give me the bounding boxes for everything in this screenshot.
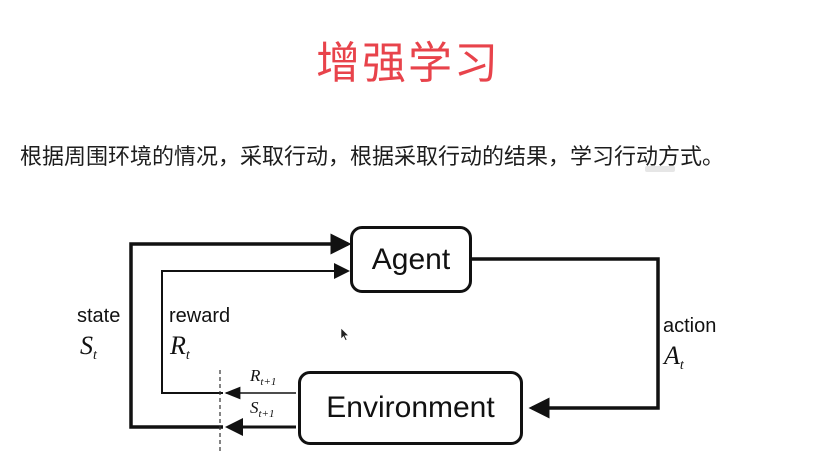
environment-box: Environment	[298, 371, 523, 445]
state-symbol: St	[80, 331, 97, 363]
action-connector	[472, 257, 660, 419]
reward-connector	[161, 263, 350, 394]
cursor-icon	[340, 327, 350, 341]
agent-label: Agent	[371, 242, 451, 276]
environment-label: Environment	[326, 391, 495, 424]
state-label: state	[77, 305, 121, 327]
next-reward-symbol: Rt+1	[250, 366, 277, 388]
agent-box: Agent	[350, 226, 472, 293]
slide-description: 根据周围环境的情况，采取行动，根据采取行动的结果，学习行动方式。	[20, 145, 725, 170]
state-connector	[129, 233, 352, 429]
reward-label: reward	[169, 305, 231, 327]
watermark	[645, 166, 675, 172]
reward-symbol: Rt	[170, 331, 190, 363]
action-label: action	[663, 315, 717, 337]
slide-title: 增强学习	[316, 38, 500, 89]
next-state-symbol: St+1	[250, 398, 275, 420]
action-symbol: At	[664, 341, 684, 373]
